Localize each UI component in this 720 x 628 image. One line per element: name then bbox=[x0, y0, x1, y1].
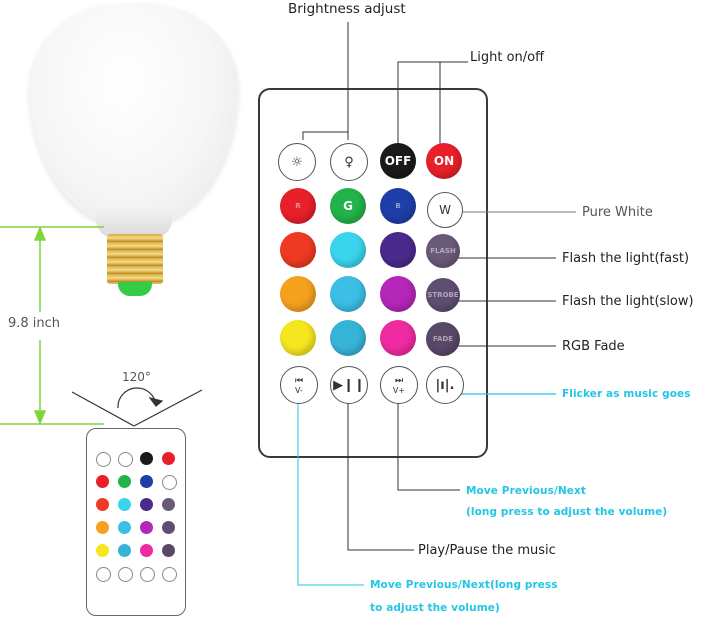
small-remote-button-5-4[interactable] bbox=[162, 544, 175, 557]
small-remote-button-6-4[interactable] bbox=[162, 567, 177, 582]
color-button-5-1[interactable] bbox=[280, 320, 316, 356]
move-prev-next-label-line2: (long press to adjust the volume) bbox=[466, 506, 668, 518]
bulb-dim-icon: ♀ bbox=[344, 154, 354, 170]
music-flicker-button[interactable]: |ı|. bbox=[426, 366, 464, 404]
move-prev-next-long-label-line2: to adjust the volume) bbox=[370, 602, 500, 614]
move-prev-next-long-label-line1: Move Previous/Next(long press bbox=[370, 579, 558, 591]
next-volume-up-button[interactable]: ⏭ V+ bbox=[380, 366, 418, 404]
small-remote-button-4-1[interactable] bbox=[96, 521, 109, 534]
color-button-3-1[interactable] bbox=[280, 232, 316, 268]
previous-volume-down-button[interactable]: ⏮ V- bbox=[280, 366, 318, 404]
small-remote-button-1-4[interactable] bbox=[162, 452, 175, 465]
small-remote-button-6-3[interactable] bbox=[140, 567, 155, 582]
bulb-contact-tip bbox=[118, 282, 152, 296]
brightness-up-button[interactable]: ☼ bbox=[278, 143, 316, 181]
small-remote-button-2-2[interactable] bbox=[118, 475, 131, 488]
color-button-5-3[interactable] bbox=[380, 320, 416, 356]
angle-label: 120° bbox=[122, 370, 151, 384]
play-pause-icon: ▶❙❙ bbox=[333, 377, 365, 393]
small-remote-button-2-3[interactable] bbox=[140, 475, 153, 488]
small-remote-button-4-3[interactable] bbox=[140, 521, 153, 534]
move-prev-next-label-line1: Move Previous/Next bbox=[466, 485, 586, 497]
bulb-dome bbox=[30, 4, 238, 226]
small-remote-button-6-1[interactable] bbox=[96, 567, 111, 582]
on-button[interactable]: ON bbox=[426, 143, 462, 179]
light-onoff-label: Light on/off bbox=[470, 50, 545, 65]
small-remote-button-3-2[interactable] bbox=[118, 498, 131, 511]
play-pause-label: Play/Pause the music bbox=[418, 543, 556, 558]
small-remote-button-5-1[interactable] bbox=[96, 544, 109, 557]
previous-track-icon: ⏮ bbox=[294, 375, 304, 386]
rgb-fade-label: RGB Fade bbox=[562, 339, 625, 354]
small-remote-button-5-3[interactable] bbox=[140, 544, 153, 557]
play-pause-button[interactable]: ▶❙❙ bbox=[330, 366, 368, 404]
off-button[interactable]: OFF bbox=[380, 143, 416, 179]
small-remote-button-1-2[interactable] bbox=[118, 452, 133, 467]
green-button[interactable]: G bbox=[330, 188, 366, 224]
equalizer-bars-icon: |ı|. bbox=[435, 377, 455, 393]
sun-bright-icon: ☼ bbox=[291, 154, 303, 170]
color-button-5-2[interactable] bbox=[330, 320, 366, 356]
pure-white-label: Pure White bbox=[582, 205, 653, 220]
color-button-4-1[interactable] bbox=[280, 276, 316, 312]
flash-fast-label: Flash the light(fast) bbox=[562, 251, 690, 266]
flash-slow-button[interactable]: STROBE bbox=[426, 278, 460, 312]
color-button-4-3[interactable] bbox=[380, 276, 416, 312]
small-remote-button-4-4[interactable] bbox=[162, 521, 175, 534]
color-button-4-2[interactable] bbox=[330, 276, 366, 312]
bulb-screw-base bbox=[107, 234, 163, 284]
blue-button[interactable]: B bbox=[380, 188, 416, 224]
flash-fast-button[interactable]: FLASH bbox=[426, 234, 460, 268]
small-remote-button-3-3[interactable] bbox=[140, 498, 153, 511]
red-button[interactable]: R bbox=[280, 188, 316, 224]
white-button[interactable]: W bbox=[427, 192, 463, 228]
small-remote-button-6-2[interactable] bbox=[118, 567, 133, 582]
bulb-neck bbox=[96, 206, 172, 238]
small-remote-button-5-2[interactable] bbox=[118, 544, 131, 557]
rgb-fade-button[interactable]: FADE bbox=[426, 322, 460, 356]
small-remote-button-2-1[interactable] bbox=[96, 475, 109, 488]
small-remote-button-3-4[interactable] bbox=[162, 498, 175, 511]
small-remote-button-2-4[interactable] bbox=[162, 475, 177, 490]
flicker-label: Flicker as music goes bbox=[562, 388, 691, 400]
flash-slow-label: Flash the light(slow) bbox=[562, 294, 694, 309]
small-remote-button-1-1[interactable] bbox=[96, 452, 111, 467]
brightness-down-button[interactable]: ♀ bbox=[330, 143, 368, 181]
small-remote-button-1-3[interactable] bbox=[140, 452, 153, 465]
height-dimension-label: 9.8 inch bbox=[8, 316, 61, 331]
color-button-3-2[interactable] bbox=[330, 232, 366, 268]
next-track-icon: ⏭ bbox=[394, 375, 404, 386]
brightness-adjust-label: Brightness adjust bbox=[288, 1, 406, 17]
small-remote-button-3-1[interactable] bbox=[96, 498, 109, 511]
small-remote-button-4-2[interactable] bbox=[118, 521, 131, 534]
color-button-3-3[interactable] bbox=[380, 232, 416, 268]
